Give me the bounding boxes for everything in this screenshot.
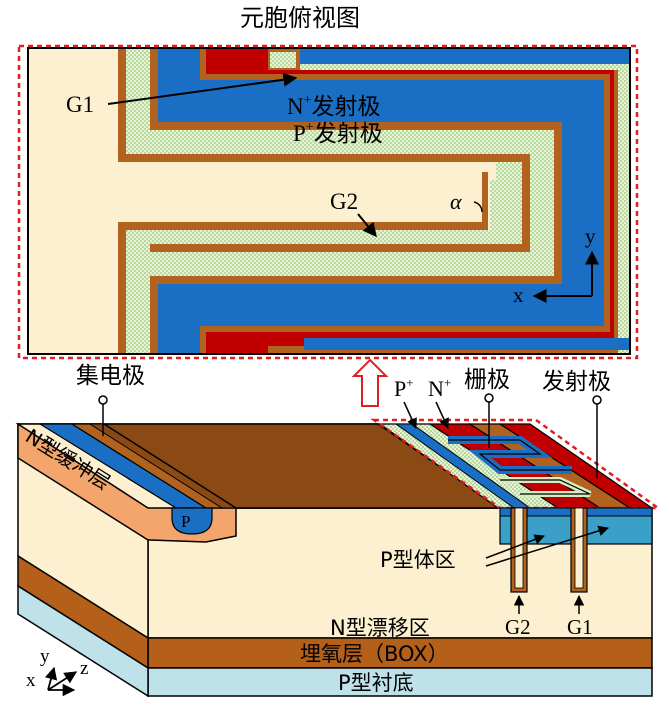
top-y-axis-label: y — [585, 224, 596, 248]
p-plus-emitter-label: P+发射极 — [293, 120, 383, 147]
top-view-dashed-border — [17, 44, 639, 360]
upper-layer-stack — [118, 48, 630, 354]
collector-terminal — [98, 395, 108, 405]
p-plus-label: P+ — [394, 375, 414, 401]
substrate-label: P型衬底 — [338, 671, 414, 695]
g1-pointer — [107, 72, 298, 105]
axis-z-3d-label: z — [80, 658, 88, 679]
view-transition-arrow — [351, 358, 389, 407]
top-view-outline — [27, 47, 631, 355]
axis-z-3d — [47, 671, 78, 691]
p-pocket — [171, 507, 213, 535]
top-view: G1 N+发射极 P+发射极 G2 α y x — [17, 44, 639, 360]
axis-x-3d-label: x — [26, 670, 36, 691]
p-body-label: P型体区 — [380, 548, 456, 572]
emitter-label: 发射极 — [542, 369, 611, 395]
cs-g2-label: G2 — [505, 615, 531, 639]
emitter-dashed-border — [370, 418, 662, 510]
axis-y-3d-label: y — [40, 646, 50, 667]
n-plus-label: N+ — [428, 375, 451, 401]
p-pocket-label: P — [181, 512, 190, 531]
top-x-axis-label: x — [513, 283, 524, 307]
substrate-side — [17, 584, 149, 698]
n-plus-pointer — [435, 401, 449, 429]
gate-label: 栅极 — [464, 367, 510, 393]
box-label: 埋氧层（BOX） — [300, 642, 449, 666]
top-view-title: 元胞俯视图 — [240, 4, 360, 32]
collector-label: 集电极 — [76, 363, 145, 389]
cs-g1-label: G1 — [567, 615, 593, 639]
emitter-terminal — [592, 395, 602, 405]
emitter-top-pattern — [378, 423, 654, 509]
cross-section: P 集电极 栅极 发射极 P+ N+ N型缓冲层 P型体区 G2 G1 — [15, 363, 662, 698]
axis-y-3d — [44, 666, 58, 691]
g2-label: G2 — [330, 189, 358, 214]
p-plus-pointer — [403, 401, 417, 429]
g1-label: G1 — [66, 92, 94, 117]
n-drift-label: N型漂移区 — [330, 616, 430, 640]
alpha-arc — [473, 201, 483, 213]
alpha-label: α — [450, 189, 462, 214]
n-plus-emitter-label: N+发射极 — [287, 93, 381, 120]
gate-terminal — [484, 393, 494, 403]
p-body-pointer-1 — [485, 534, 545, 559]
p-body-pointer-2 — [485, 525, 610, 567]
g2-pointer — [357, 213, 377, 238]
